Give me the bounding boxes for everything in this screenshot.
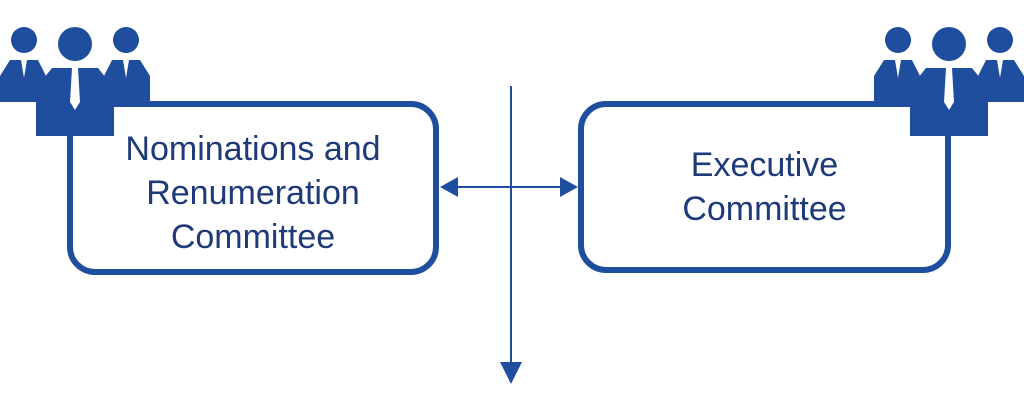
left-arrowhead (440, 177, 458, 197)
nominations-committee-node: Nominations and Renumeration Committee (67, 101, 439, 275)
node-label-line: Nominations and (125, 130, 381, 168)
people-group-icon (874, 27, 1024, 136)
people-group-icon (0, 27, 150, 136)
node-label-line: Committee (682, 190, 847, 228)
down-arrowhead (500, 362, 522, 384)
right-arrowhead (560, 177, 578, 197)
executive-committee-node: Executive Committee (578, 101, 951, 273)
node-label-line: Committee (170, 218, 336, 256)
node-label-line: Executive (690, 146, 839, 184)
node-label-line: Renumeration (146, 174, 360, 212)
